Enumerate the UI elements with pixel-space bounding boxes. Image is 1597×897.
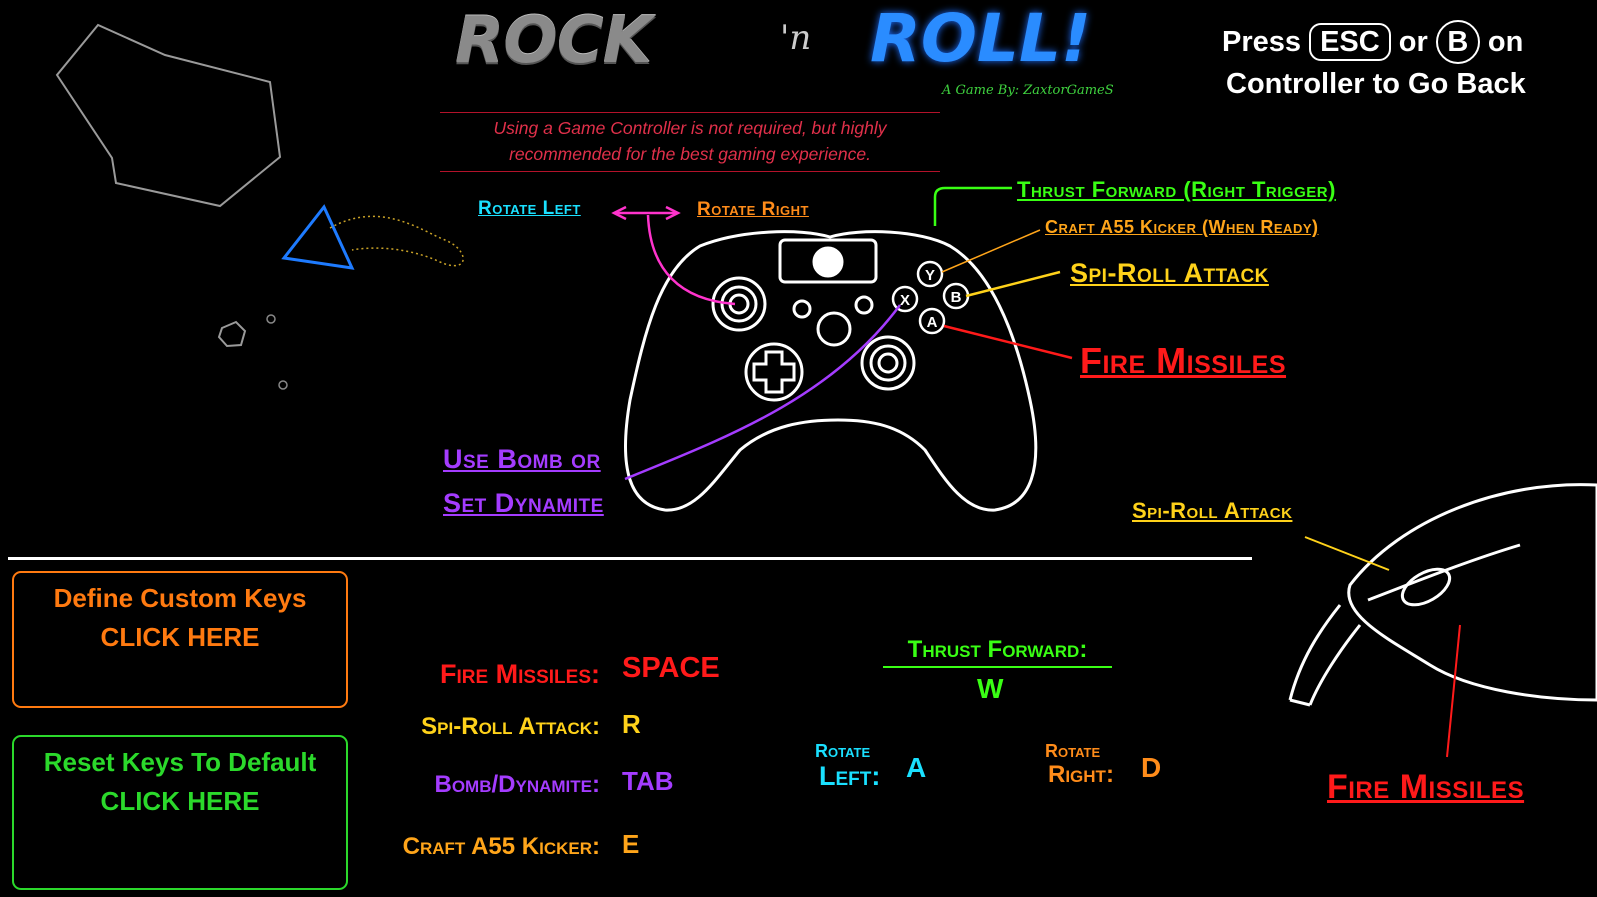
mouse-icon (1288, 483, 1597, 707)
back-hint: Press ESC or B on (1222, 20, 1523, 64)
key-label-fire: Fire Missiles: (439, 659, 600, 689)
rotate-arrowhead-right (665, 205, 681, 221)
title-roll: ROLL! (870, 0, 1092, 77)
esc-key: ESC (1309, 23, 1391, 61)
back-hint-press: Press (1222, 26, 1302, 58)
key-label-rotate-right-1: Rotate (1045, 741, 1101, 761)
fire-missiles-label: Fire Missiles (1080, 340, 1287, 381)
bomb-label-line1: Use Bomb or (443, 444, 601, 474)
notice-line1: Using a Game Controller is not required,… (493, 118, 887, 138)
thrust-line (933, 186, 1012, 226)
key-label-craft: Craft A55 Kicker: (402, 833, 600, 860)
define-custom-keys-button[interactable]: Define Custom Keys CLICK HERE (12, 571, 348, 708)
rotate-right-label: Rotate Right (697, 199, 809, 220)
mouse-fire-missiles-label: Fire Missiles (1327, 768, 1525, 806)
key-value-spi-roll: R (622, 709, 641, 739)
key-value-rotate-left: A (906, 752, 927, 783)
key-label-rotate-left-1: Rotate (815, 741, 871, 761)
key-value-bomb: TAB (622, 766, 674, 796)
b-button-icon: B (1435, 20, 1480, 64)
mouse-spi-roll-label: Spi-Roll Attack (1132, 498, 1293, 523)
title-n: 'n (780, 18, 812, 58)
key-value-craft: E (622, 829, 640, 859)
asteroid-tiny (266, 314, 276, 324)
mouse-fire-line (1446, 624, 1461, 758)
x-button-label: X (900, 292, 910, 309)
mouse-spi-roll-line (1304, 536, 1390, 571)
define-button-line2: CLICK HERE (100, 622, 260, 652)
b-button-label: B (951, 289, 962, 306)
title-byline: A Game By: ZaxtorGameS (942, 83, 1114, 98)
key-value-rotate-right: D (1141, 752, 1162, 783)
asteroid-tiny (278, 380, 288, 390)
asteroid-large (55, 23, 282, 208)
craft-line (941, 229, 1041, 273)
section-divider (8, 557, 1252, 560)
a-button-icon (918, 307, 946, 335)
reset-keys-button[interactable]: Reset Keys To Default CLICK HERE (12, 735, 348, 890)
rotate-line (646, 214, 736, 306)
bomb-label-line2: Set Dynamite (443, 488, 604, 518)
key-label-rotate-right-2: Right: (1048, 761, 1114, 788)
rotate-arrowhead-left (611, 205, 627, 221)
key-label-bomb: Bomb/Dynamite: (434, 771, 601, 798)
asteroid-small (217, 320, 247, 348)
key-value-fire: SPACE (622, 652, 720, 684)
bomb-line (624, 304, 902, 481)
key-label-spi-roll: Spi-Roll Attack: (421, 713, 600, 740)
y-button-label: Y (925, 267, 935, 284)
controller-icon (623, 230, 1038, 512)
key-value-thrust: W (977, 673, 1004, 704)
craft-kicker-label: Craft A55 Kicker (When Ready) (1045, 217, 1319, 237)
back-hint-on: on (1487, 26, 1524, 58)
reset-button-line2: CLICK HERE (100, 786, 260, 816)
spi-roll-label: Spi-Roll Attack (1070, 258, 1269, 288)
notice-line2: recommended for the best gaming experien… (509, 144, 871, 164)
spi-roll-line (965, 270, 1061, 298)
key-label-rotate-left-2: Left: (819, 761, 881, 791)
title-rock: ROCK (455, 4, 652, 78)
define-button-line1: Define Custom Keys (53, 583, 307, 613)
rotate-left-label: Rotate Left (478, 198, 581, 219)
fire-line (943, 324, 1073, 360)
player-ship (281, 204, 355, 270)
back-hint-or: or (1398, 26, 1428, 58)
controller-notice: Using a Game Controller is not required,… (440, 112, 940, 172)
a-button-label: A (927, 314, 938, 331)
x-button-icon (891, 285, 919, 313)
thrust-forward-label: Thrust Forward (Right Trigger) (1017, 177, 1336, 202)
reset-button-line1: Reset Keys To Default (43, 747, 317, 777)
back-hint-line2: Controller to Go Back (1226, 68, 1526, 100)
y-button-icon (916, 260, 944, 288)
ship-trail (329, 215, 464, 267)
key-label-thrust: Thrust Forward: (883, 636, 1112, 668)
